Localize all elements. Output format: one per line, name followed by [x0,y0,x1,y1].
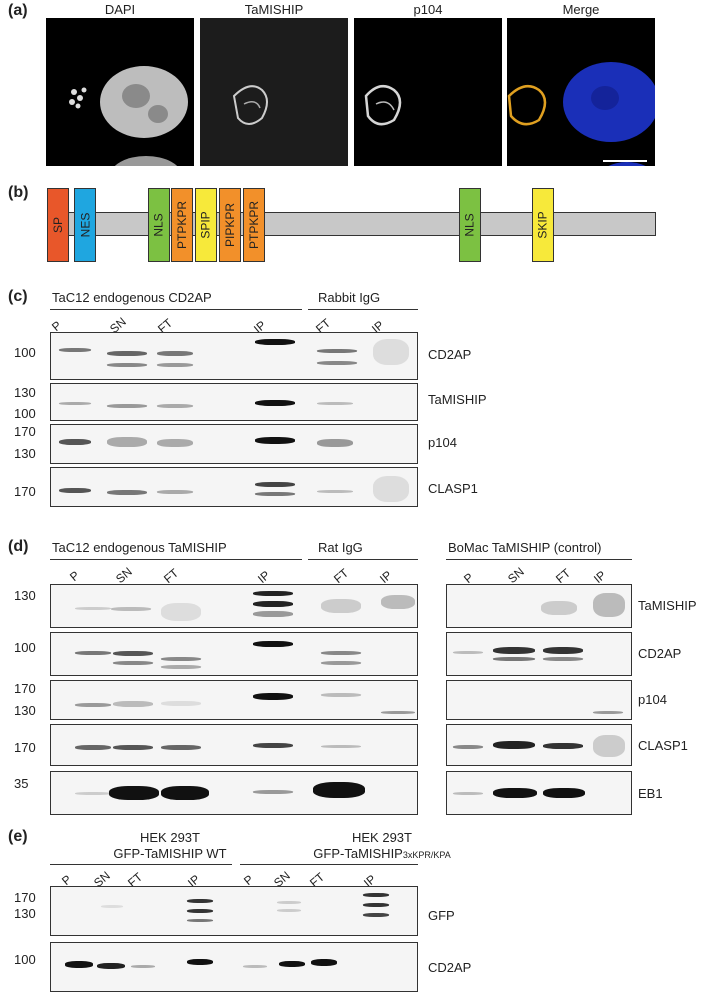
micrograph-merge [507,18,655,166]
mw-marker: 130 [14,703,36,718]
blot-name: CLASP1 [428,481,478,496]
group-label-d2: Rat IgG [318,540,363,555]
blot-name: TaMISHIP [428,392,487,407]
blot-e-cd2ap [50,942,418,992]
panel-label-c: (c) [8,288,28,305]
blot-name: CD2AP [428,347,472,362]
blot-e-gfp [50,886,418,936]
lane-label: SN [505,564,527,586]
group-label-e1-line1: HEK 293T [140,830,200,845]
domain-skip: SKIP [532,188,554,262]
domain-nls-2: NLS [459,188,481,262]
blot-name: p104 [638,692,667,707]
lane-label: SN [113,564,135,586]
domain-spip: SPIP [195,188,217,262]
panel-label-a: (a) [8,2,28,19]
mw-marker: 170 [14,484,36,499]
blot-name: GFP [428,908,455,923]
blot-c-clasp1 [50,467,418,507]
domain-nes: NES [74,188,96,262]
micro-title-dapi: DAPI [104,2,136,17]
group-bar-c2 [308,309,418,310]
micro-title-merge: Merge [562,2,600,17]
mw-marker: 100 [14,640,36,655]
domain-nls-1: NLS [148,188,170,262]
group-label-c2: Rabbit IgG [318,290,381,305]
micro-title-p104: p104 [413,2,443,17]
blot-d-clasp1 [50,724,418,766]
lane-label: FT [553,565,574,586]
blot-name: CD2AP [638,646,682,661]
blot-d-ctrl-tamiship [446,584,632,628]
mw-marker: 170 [14,890,36,905]
micro-title-tamiship: TaMISHIP [244,2,304,17]
mw-marker: 170 [14,681,36,696]
lane-label: P [67,568,83,584]
mw-marker: 100 [14,406,36,421]
blot-d-cd2ap [50,632,418,676]
group-bar-e1 [50,864,232,865]
blot-d-p104 [50,680,418,720]
panel-label-d: (d) [8,538,29,555]
micrograph-p104 [354,18,502,166]
group-label-d1: TaC12 endogenous TaMISHIP [52,540,227,555]
group-label-c1: TaC12 endogenous CD2AP [52,290,212,305]
group-bar-d3 [446,559,632,560]
mw-marker: 170 [14,424,36,439]
mw-marker: 130 [14,588,36,603]
blot-c-p104 [50,424,418,464]
blot-d-eb1 [50,771,418,815]
mw-marker: 170 [14,740,36,755]
blot-name: CD2AP [428,960,472,975]
mw-marker: 35 [14,776,29,791]
lane-label: FT [161,565,182,586]
domain-ptpkpr-2: PTPKPR [243,188,265,262]
group-bar-e2 [240,864,418,865]
mw-marker: 130 [14,906,36,921]
domain-sp: SP [47,188,69,262]
blot-name: CLASP1 [638,738,688,753]
domain-pipkpr: PIPKPR [219,188,241,262]
group-bar-d1 [50,559,302,560]
group-bar-c1 [50,309,302,310]
panel-label-b: (b) [8,184,29,201]
blot-c-tamiship [50,383,418,421]
protein-backbone [50,212,656,236]
blot-c-cd2ap [50,332,418,380]
blot-d-ctrl-cd2ap [446,632,632,676]
blot-d-ctrl-p104 [446,680,632,720]
group-label-e2-line1: HEK 293T [352,830,412,845]
group-label-e1-line2: GFP-TaMISHIP WT [113,846,227,861]
mw-marker: 100 [14,345,36,360]
mw-marker: 100 [14,952,36,967]
blot-name: p104 [428,435,457,450]
blot-d-tamiship [50,584,418,628]
blot-d-ctrl-eb1 [446,771,632,815]
group-label-d3: BoMac TaMISHIP (control) [448,540,602,555]
blot-name: TaMISHIP [638,598,697,613]
blot-name: EB1 [638,786,663,801]
domain-ptpkpr-1: PTPKPR [171,188,193,262]
blot-d-ctrl-clasp1 [446,724,632,766]
mw-marker: 130 [14,446,36,461]
panel-label-e: (e) [8,828,28,845]
group-label-e2-line2: GFP-TaMISHIP3xKPR/KPA [313,846,451,861]
mw-marker: 130 [14,385,36,400]
lane-label: FT [331,565,352,586]
group-bar-d2 [308,559,418,560]
micrograph-tamiship [200,18,348,166]
micrograph-dapi [46,18,194,166]
